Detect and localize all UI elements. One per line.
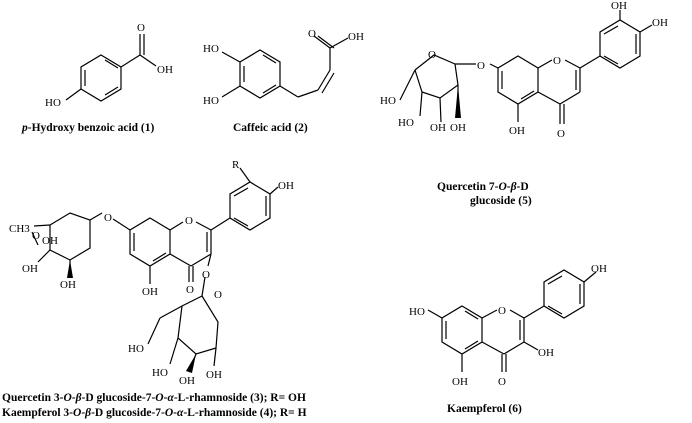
atom-OH: OH [509, 125, 525, 137]
atom-HO: HO [203, 95, 219, 107]
structure-quercetin-7-glucoside [399, 10, 653, 124]
caption-compound-2: Caffeic acid (2) [233, 122, 308, 134]
caption-compound-5-line1: Quercetin 7-O-β-D [437, 181, 529, 193]
atom-HO: HO [152, 367, 168, 379]
structure-p-hydroxy-benzoic-acid [65, 34, 157, 102]
atom-OH: OH [430, 122, 446, 134]
atom-O: O [557, 128, 565, 140]
atom-OH: OH [22, 263, 38, 275]
atom-OH: OH [348, 31, 364, 43]
atom-O: O [498, 305, 506, 317]
structure-caffeic-acid [221, 35, 349, 99]
structure-kaempferol [427, 269, 597, 372]
caption-compound-4: Kaempferol 3-O-β-D glucoside-7-O-α-L-rha… [2, 407, 307, 419]
wedge-bond [67, 260, 73, 278]
atom-OH: OH [450, 122, 466, 134]
atom-O: O [137, 22, 145, 34]
atom-HO: HO [128, 343, 144, 355]
atom-O: O [477, 60, 485, 72]
atom-HO: HO [409, 306, 425, 318]
atom-O: O [428, 49, 436, 61]
atom-HO: HO [45, 97, 61, 109]
caption-compound-3: Quercetin 3-O-β-D glucoside-7-O-α-L-rham… [2, 392, 306, 404]
atom-OH: OH [157, 64, 173, 76]
atom-OH: OH [452, 376, 468, 388]
atom-O: O [186, 284, 194, 296]
atom-OH: OH [652, 17, 668, 29]
atom-O: O [214, 289, 222, 301]
atom-R: R [232, 159, 240, 171]
atom-HO: HO [203, 43, 219, 55]
atom-O: O [32, 230, 40, 242]
atom-O: O [202, 269, 210, 281]
atom-CH3: CH3 [9, 223, 30, 235]
atom-OH: OH [538, 347, 554, 359]
atom-HO: HO [380, 95, 396, 107]
atom-OH: OH [611, 0, 627, 12]
caption-compound-6: Kaempferol (6) [447, 403, 522, 415]
atom-O: O [104, 212, 112, 224]
atom-O: O [553, 55, 561, 67]
atom-OH: OH [278, 180, 294, 192]
atom-OH: OH [206, 369, 222, 381]
caption-compound-5-line2: glucoside (5) [470, 195, 532, 207]
atom-OH: OH [591, 263, 607, 275]
atom-O: O [185, 215, 193, 227]
atom-OH: OH [42, 235, 58, 247]
atom-O: O [308, 28, 316, 40]
atom-HO: HO [398, 117, 414, 129]
atom-O: O [498, 376, 506, 388]
atom-OH: OH [179, 375, 195, 387]
wedge-bond [186, 354, 196, 373]
atom-OH: OH [142, 286, 158, 298]
caption-compound-1: p-Hydroxy benzoic acid (1) [21, 122, 155, 134]
atom-OH: OH [60, 279, 76, 291]
wedge-bond [455, 85, 461, 118]
